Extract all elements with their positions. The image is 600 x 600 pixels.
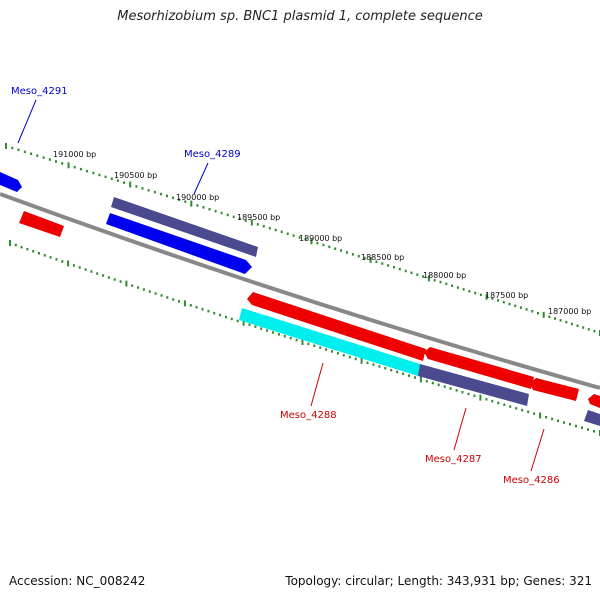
- scale-ticks-outer: [5, 143, 600, 336]
- leader-meso-4289: [193, 162, 209, 195]
- scale-label-187000: 187000 bp: [548, 307, 591, 316]
- gene-meso-4287[interactable]: [424, 347, 534, 389]
- label-meso-4289[interactable]: Meso_4289: [184, 149, 241, 160]
- gene-meso-4289-inner[interactable]: [106, 213, 252, 274]
- scale-labels: 191000 bp 190500 bp 190000 bp 189500 bp …: [53, 150, 591, 316]
- gene-labels: Meso_4291 Meso_4289 Meso_4288 Meso_4287 …: [11, 86, 560, 486]
- gene-meso-4289-outer[interactable]: [111, 197, 258, 257]
- gene-reverse-right-edge[interactable]: [588, 394, 600, 408]
- forward-strand-genes: [0, 172, 600, 426]
- gene-meso-4291[interactable]: [0, 172, 22, 192]
- label-meso-4287[interactable]: Meso_4287: [425, 454, 482, 465]
- scale-ticks-inner: [9, 240, 600, 436]
- scale-label-189500: 189500 bp: [237, 213, 280, 222]
- genome-stats-text: Topology: circular; Length: 343,931 bp; …: [285, 574, 592, 588]
- scale-label-188000: 188000 bp: [423, 271, 466, 280]
- leader-meso-4288: [310, 362, 324, 407]
- gene-meso-4287-cds[interactable]: [418, 364, 529, 406]
- label-leaders: [17, 99, 545, 472]
- leader-meso-4286: [530, 428, 545, 472]
- leader-meso-4287: [453, 407, 467, 451]
- scale-label-190000: 190000 bp: [176, 193, 219, 202]
- scale-label-188500: 188500 bp: [361, 253, 404, 262]
- label-meso-4286[interactable]: Meso_4286: [503, 475, 560, 486]
- gene-meso-4288-cds[interactable]: [239, 308, 420, 376]
- scale-label-189000: 189000 bp: [299, 234, 342, 243]
- sequence-backbone: [0, 192, 600, 390]
- leader-meso-4291: [17, 99, 37, 144]
- scale-label-191000: 191000 bp: [53, 150, 96, 159]
- gene-meso-4288[interactable]: [247, 292, 426, 361]
- label-meso-4288[interactable]: Meso_4288: [280, 410, 337, 421]
- accession-text: Accession: NC_008242: [9, 574, 146, 588]
- gene-meso-4286[interactable]: [530, 378, 579, 401]
- scale-label-190500: 190500 bp: [114, 171, 157, 180]
- reverse-strand-genes: [19, 211, 600, 408]
- map-title: Mesorhizobium sp. BNC1 plasmid 1, comple…: [117, 9, 483, 24]
- gene-reverse-left[interactable]: [19, 211, 64, 237]
- gene-small-forward-right[interactable]: [584, 410, 600, 426]
- label-meso-4291[interactable]: Meso_4291: [11, 86, 68, 97]
- scale-label-187500: 187500 bp: [485, 291, 528, 300]
